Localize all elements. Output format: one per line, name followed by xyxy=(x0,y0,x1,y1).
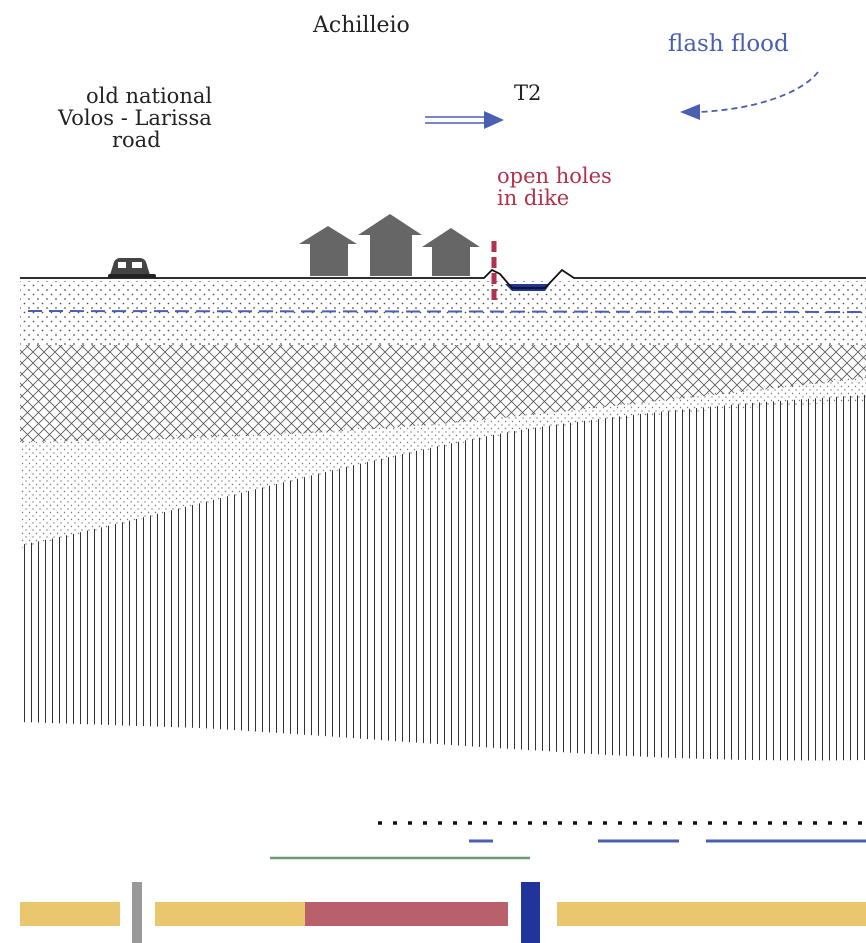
blue-marker-bar xyxy=(521,882,540,943)
vertical-lines-layer xyxy=(20,395,866,761)
road-label-line1: old national xyxy=(86,84,213,108)
dike-label-line2: in dike xyxy=(497,186,570,210)
top-dotted-layer xyxy=(20,281,866,345)
gray-marker-bar xyxy=(132,882,142,943)
yellow-bar-segment-3 xyxy=(557,902,866,926)
road-label-line3: road xyxy=(112,128,161,152)
double-arrow-icon xyxy=(425,111,504,129)
rose-bar-segment xyxy=(305,902,508,926)
car-icon xyxy=(108,258,156,278)
crosshatch-layer xyxy=(20,345,866,442)
place-name-label: Achilleio xyxy=(313,13,410,38)
dike-label-line1: open holes xyxy=(497,164,612,188)
flash-flood-label: flash flood xyxy=(668,31,789,57)
yellow-bar-segment-1 xyxy=(20,902,120,926)
house-icon-3 xyxy=(422,228,480,276)
ground-surface-line xyxy=(20,268,866,289)
fine-dotted-layer xyxy=(20,375,866,548)
house-icon-2 xyxy=(358,214,422,276)
groundwater-line xyxy=(27,310,866,313)
road-label-line2: Volos - Larissa xyxy=(58,106,212,130)
house-icon-1 xyxy=(299,226,357,276)
transect-label: T2 xyxy=(514,81,542,105)
dashed-curved-arrow-icon xyxy=(680,71,819,120)
yellow-bar-segment-2 xyxy=(155,902,305,926)
